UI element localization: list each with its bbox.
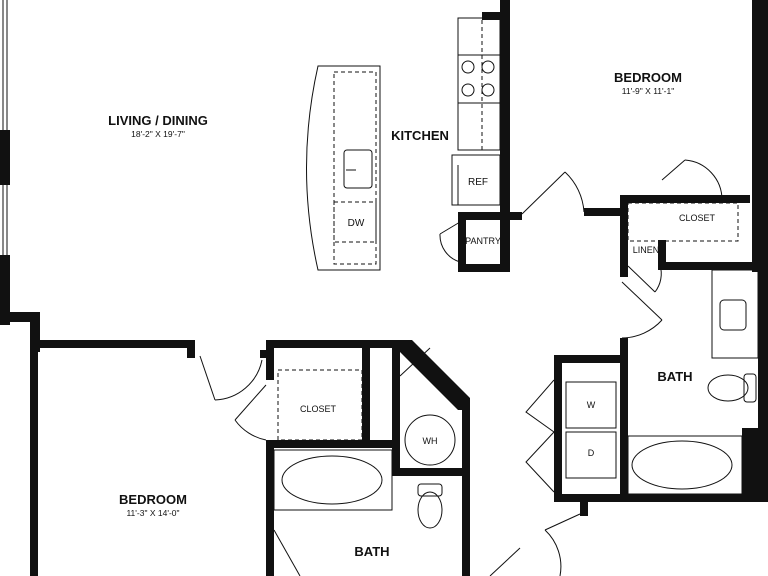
fixture-closet-top-label: CLOSET: [679, 213, 716, 223]
fixture-ref-label: REF: [468, 177, 488, 188]
fixture-linen-label: LINEN: [633, 245, 660, 255]
room-bedroom-main-dims: 11'-9" X 11'-1": [622, 86, 674, 96]
room-bedroom-second-dims: 11'-3" X 14'-0": [126, 508, 179, 518]
fixture-closet-bottom-label: CLOSET: [300, 404, 337, 414]
room-living-dining-dims: 18'-2" X 19'-7": [131, 129, 185, 139]
fixtures: [273, 17, 759, 529]
room-bedroom-main-name: BEDROOM: [614, 70, 682, 85]
room-labels: LIVING / DINING 18'-2" X 19'-7" KITCHEN …: [108, 70, 692, 559]
doors: [199, 159, 723, 576]
room-bedroom-second-name: BEDROOM: [119, 492, 187, 507]
fixture-wh-label: WH: [423, 436, 438, 446]
room-bath-bottom-name: BATH: [354, 544, 389, 559]
fixture-washer-label: W: [587, 400, 596, 410]
fixture-pantry-label: PANTRY: [465, 236, 501, 246]
fixture-labels: REF DW PANTRY CLOSET LINEN CLOSET WH W D: [300, 177, 716, 458]
room-living-dining-name: LIVING / DINING: [108, 113, 208, 128]
room-kitchen-name: KITCHEN: [391, 128, 449, 143]
fixture-dryer-label: D: [588, 448, 595, 458]
room-bath-right-name: BATH: [657, 369, 692, 384]
fixture-dw-label: DW: [348, 218, 365, 229]
